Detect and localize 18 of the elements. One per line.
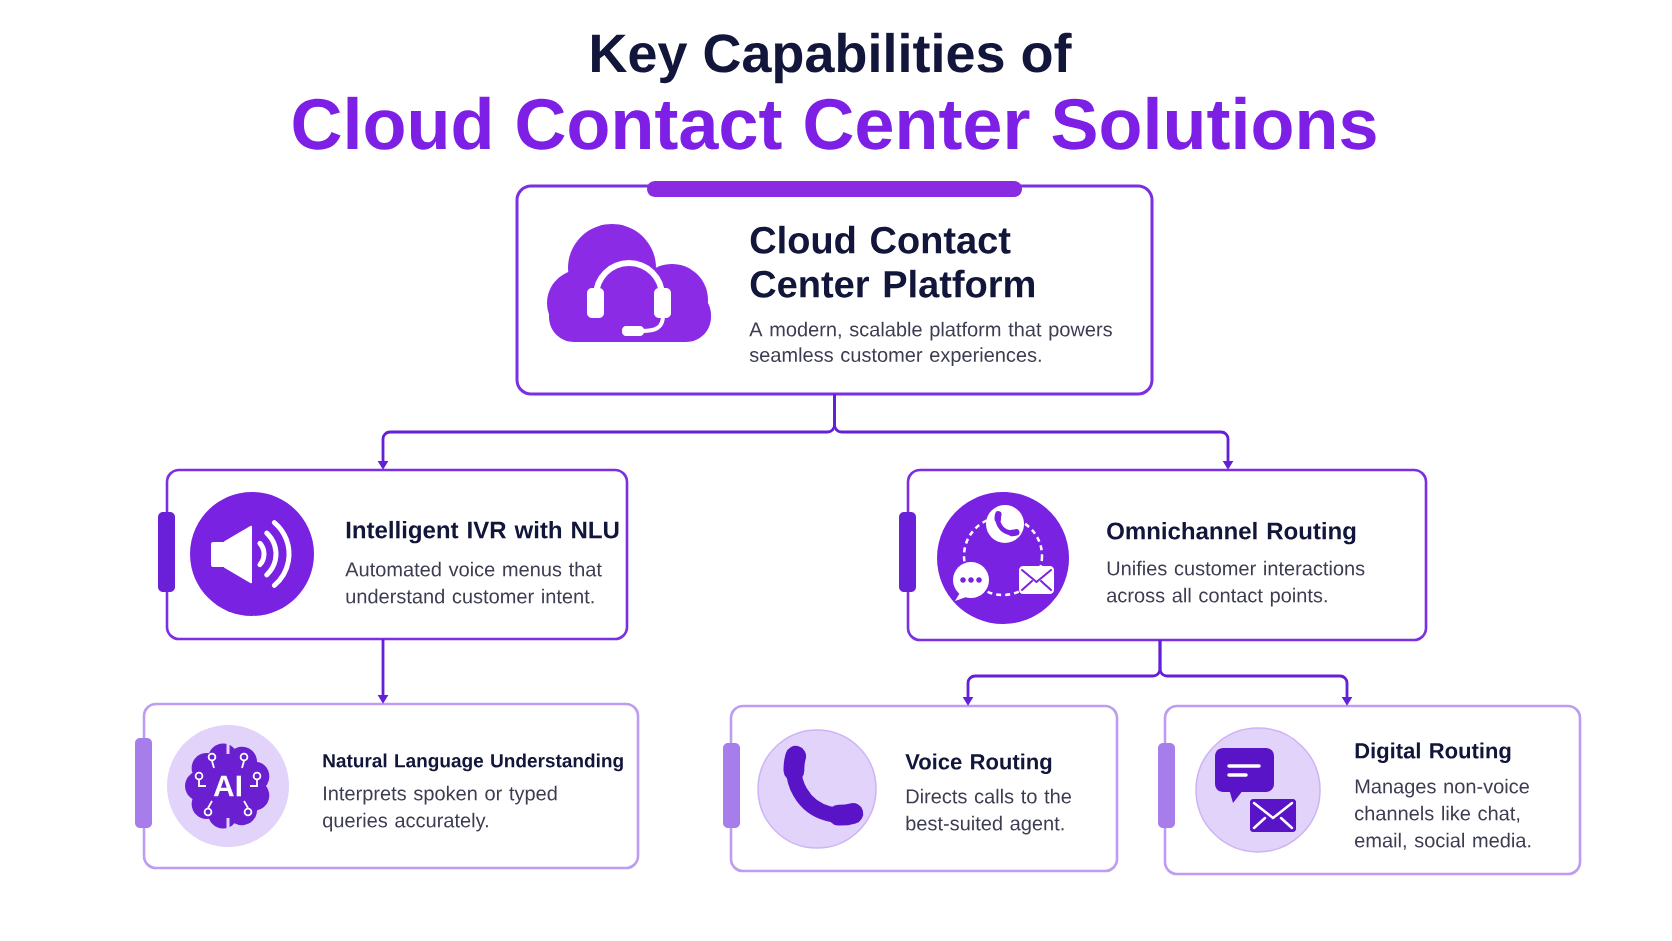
card-description: Automated voice menus that understand customer intent. [345, 561, 602, 604]
card-title: Omnichannel Routing [1107, 521, 1356, 545]
card-title: Digital Routing [1355, 742, 1511, 763]
card-description: Directs calls to the best-suited agent. [906, 788, 1071, 835]
icon-label: AI [213, 775, 241, 797]
card-description: A modern, scalable platform that powers seamless customer experiences. [749, 321, 1112, 366]
card-description: Interprets spoken or typed queries accurately. [323, 785, 557, 832]
card-title: Cloud Contact Center Platform [750, 225, 1034, 298]
card-title: Intelligent IVR with NLU [346, 520, 619, 544]
title: Key Capabilities of [592, 32, 1072, 84]
card-title: Natural Language Understanding [323, 753, 623, 772]
card-description: Unifies customer interactions across all contact points. [1107, 560, 1365, 607]
card [135, 702, 640, 870]
card [899, 468, 1428, 642]
card-title: Voice Routing [905, 753, 1052, 774]
card [1158, 704, 1582, 876]
card-description: Manages non-voice channels like chat, email, social media. [1355, 778, 1531, 850]
card [515, 184, 1154, 396]
